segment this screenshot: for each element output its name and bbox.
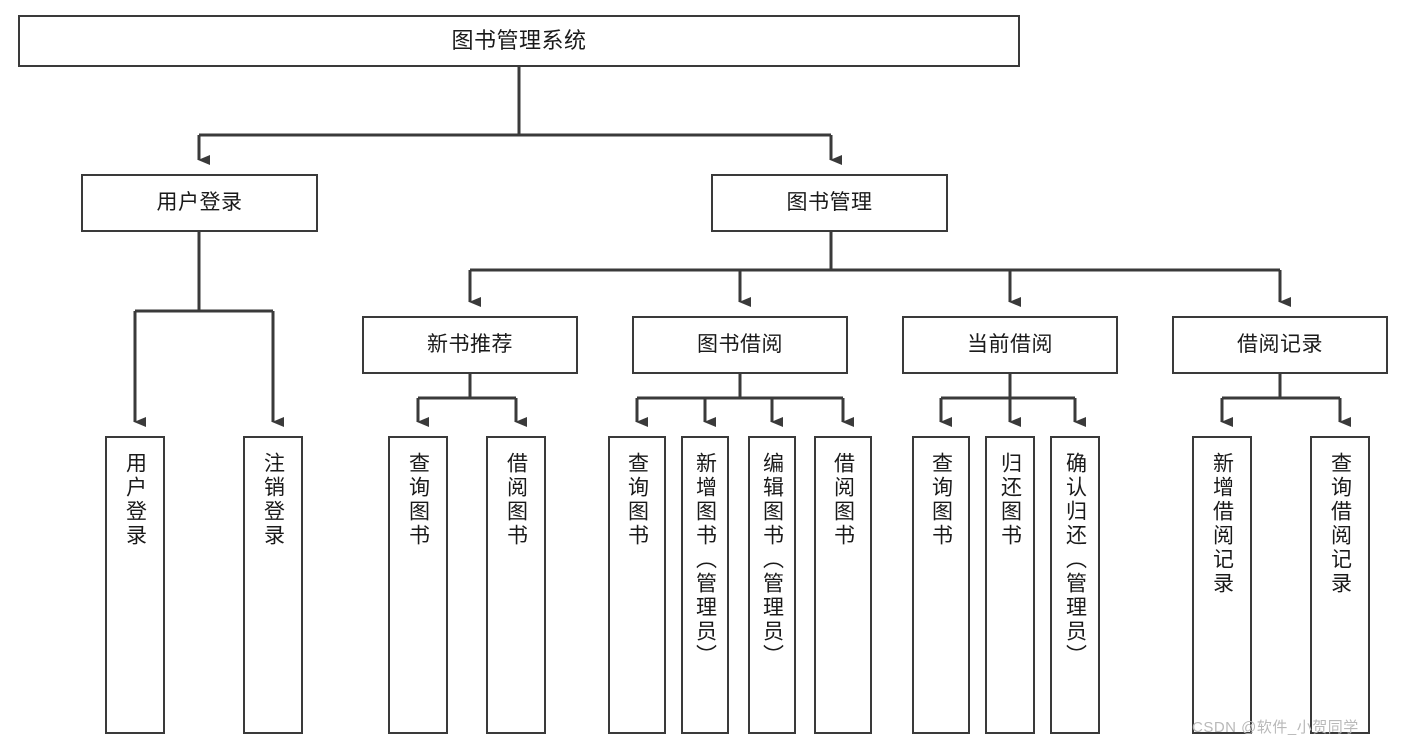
node-book-borrow[interactable]: 图书借阅 (632, 316, 848, 374)
node-leaf-confirm-return[interactable]: 确认归还（管理员） (1050, 436, 1100, 734)
node-leaf-query-book-cur-label: 查询图书 (929, 452, 953, 548)
node-new-book-rec-label: 新书推荐 (427, 332, 513, 356)
csdn-watermark: CSDN @软件_小贺同学 (1192, 719, 1359, 736)
node-root[interactable]: 图书管理系统 (18, 15, 1020, 67)
node-leaf-add-book-label: 新增图书（管理员） (693, 452, 717, 668)
node-user-login-label: 用户登录 (156, 190, 243, 214)
node-leaf-add-book[interactable]: 新增图书（管理员） (681, 436, 729, 734)
node-leaf-user-login-label: 用户登录 (123, 452, 147, 548)
node-leaf-return-book[interactable]: 归还图书 (985, 436, 1035, 734)
edge-group-root (197, 67, 842, 165)
node-leaf-query-book-rec-label: 查询图书 (406, 452, 430, 548)
edge-group-book-borrow (635, 374, 854, 427)
node-leaf-edit-book-label: 编辑图书（管理员） (760, 452, 784, 668)
node-leaf-logout-label: 注销登录 (261, 452, 285, 548)
node-leaf-borrow-book[interactable]: 借阅图书 (814, 436, 872, 734)
node-user-login[interactable]: 用户登录 (81, 174, 318, 232)
node-leaf-logout[interactable]: 注销登录 (243, 436, 303, 734)
node-book-borrow-label: 图书借阅 (697, 332, 783, 356)
node-current-borrow[interactable]: 当前借阅 (902, 316, 1118, 374)
edge-group-book-manage (468, 232, 1291, 307)
node-borrow-record-label: 借阅记录 (1237, 332, 1323, 356)
node-leaf-query-record[interactable]: 查询借阅记录 (1310, 436, 1370, 734)
node-leaf-borrow-book-label: 借阅图书 (831, 452, 855, 548)
node-leaf-add-record[interactable]: 新增借阅记录 (1192, 436, 1252, 734)
edge-group-new-book-rec (416, 374, 527, 427)
node-leaf-query-book-cur[interactable]: 查询图书 (912, 436, 970, 734)
edge-group-user-login (133, 232, 284, 427)
node-book-manage-label: 图书管理 (786, 190, 873, 214)
node-leaf-edit-book[interactable]: 编辑图书（管理员） (748, 436, 796, 734)
node-new-book-rec[interactable]: 新书推荐 (362, 316, 578, 374)
edge-group-current-borrow (939, 374, 1086, 427)
edge-group-borrow-record (1220, 374, 1351, 427)
node-leaf-query-record-label: 查询借阅记录 (1328, 452, 1352, 596)
node-borrow-record[interactable]: 借阅记录 (1172, 316, 1388, 374)
node-leaf-add-record-label: 新增借阅记录 (1210, 452, 1234, 596)
node-leaf-borrow-book-rec[interactable]: 借阅图书 (486, 436, 546, 734)
node-leaf-user-login[interactable]: 用户登录 (105, 436, 165, 734)
node-leaf-query-book-borrow-label: 查询图书 (625, 452, 649, 548)
node-leaf-return-book-label: 归还图书 (998, 452, 1022, 548)
node-leaf-borrow-book-rec-label: 借阅图书 (504, 452, 528, 548)
node-leaf-confirm-return-label: 确认归还（管理员） (1063, 452, 1087, 668)
node-leaf-query-book-rec[interactable]: 查询图书 (388, 436, 448, 734)
node-book-manage[interactable]: 图书管理 (711, 174, 948, 232)
node-root-label: 图书管理系统 (451, 28, 587, 54)
node-current-borrow-label: 当前借阅 (967, 332, 1053, 356)
node-leaf-query-book-borrow[interactable]: 查询图书 (608, 436, 666, 734)
